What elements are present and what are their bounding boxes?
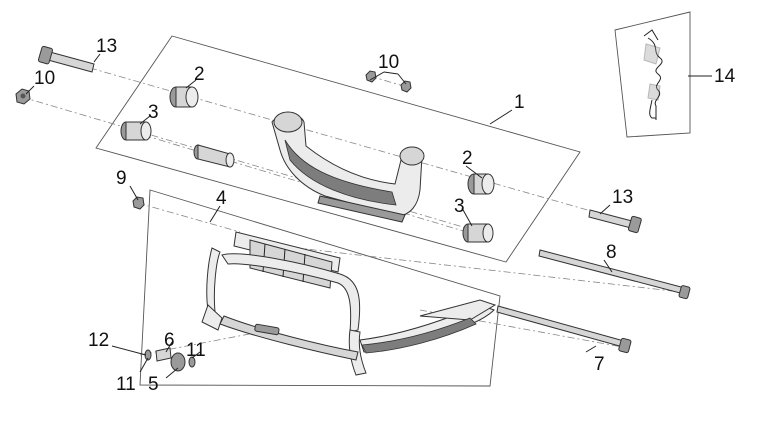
callout-3-right: 3 <box>454 196 465 217</box>
assembly-frames <box>95 11 691 387</box>
frame-stand <box>139 189 501 387</box>
bushing-2-right <box>467 173 495 195</box>
callout-14: 14 <box>714 66 736 87</box>
callout-5: 5 <box>148 374 159 395</box>
callout-11-left: 11 <box>116 374 136 395</box>
spring-14 <box>643 29 663 120</box>
nut-9 <box>132 196 145 210</box>
bushing-3-right <box>462 223 494 243</box>
callout-3-left: 3 <box>148 102 159 123</box>
callout-7: 7 <box>594 354 605 375</box>
callout-2-right: 2 <box>462 148 473 169</box>
callout-12: 12 <box>88 330 109 351</box>
frame-spring-detail <box>614 11 691 138</box>
bushing-3-left <box>120 121 152 141</box>
axis-pin-6 <box>139 329 271 356</box>
callout-10-left: 10 <box>34 68 55 89</box>
spacer-sleeve <box>193 144 235 168</box>
callout-11-right: 11 <box>186 340 206 361</box>
upper-bracket-1 <box>271 111 425 223</box>
callout-8: 8 <box>606 242 617 263</box>
leader-lines <box>25 53 712 379</box>
callout-2-left: 2 <box>194 64 205 85</box>
bolt-13-right <box>588 209 642 234</box>
callout-10-top: 10 <box>378 52 399 73</box>
callout-1: 1 <box>514 92 525 113</box>
bolt-7 <box>496 305 632 354</box>
callout-4: 4 <box>216 188 227 209</box>
callout-13-upper: 13 <box>96 36 117 57</box>
hardware-5-6-11-12 <box>144 347 196 372</box>
callout-13-right: 13 <box>612 187 633 208</box>
callout-6: 6 <box>164 330 175 351</box>
callout-9: 9 <box>116 168 127 189</box>
bushing-2-left <box>169 86 199 108</box>
bolt-13-upper <box>37 45 95 73</box>
nut-10-left <box>15 88 31 105</box>
axis-nut-10-left <box>21 96 481 233</box>
callout-labels: 13 10 2 3 10 1 2 3 13 8 7 9 4 12 6 11 11… <box>34 36 736 395</box>
main-stand-4 <box>201 231 497 376</box>
axis-nut-9 <box>137 202 241 233</box>
nuts-10-top <box>365 70 412 93</box>
frame-upper-bracket <box>95 35 581 263</box>
axis-shaft-8 <box>279 245 691 294</box>
